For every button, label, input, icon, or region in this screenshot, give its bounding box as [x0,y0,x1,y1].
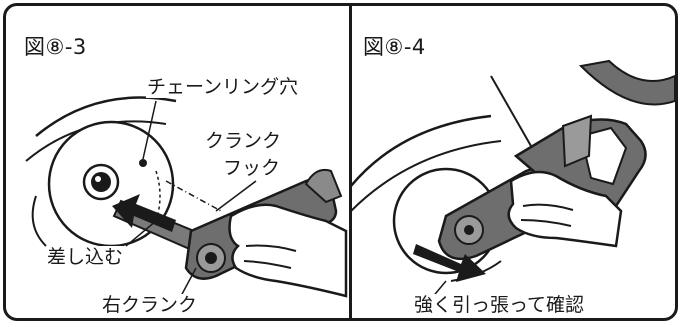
pull-arrow [413,244,486,282]
figure-label: 図⑧-4 [363,35,426,59]
callout-right-crank: 右クランク [101,294,199,316]
figure-8-3-panel: 図⑧-3 チェーンリング穴 クランク フック 差し込む 右クランク [6,6,351,318]
chainring-hole-shape [139,159,147,167]
callout-insert: 差し込む [46,246,125,268]
panel-divider [349,6,352,318]
insert-arrow [112,194,176,232]
figure-label: 図⑧-3 [24,35,87,59]
callout-crank-hook-line1: クランク [204,130,283,152]
figure-8-4-panel: 図⑧-4 強く引っ張って確認 [351,6,675,318]
figure-8-4-illustration [351,59,675,312]
figure-frame: 図⑧-3 チェーンリング穴 クランク フック 差し込む 右クランク [3,3,678,321]
figure-8-3-illustration [25,96,348,298]
callout-pull-check: 強く引っ張って確認 [413,294,586,316]
callout-crank-hook-line2: フック [222,157,282,179]
callout-chainring-hole: チェーンリング穴 [146,76,300,98]
